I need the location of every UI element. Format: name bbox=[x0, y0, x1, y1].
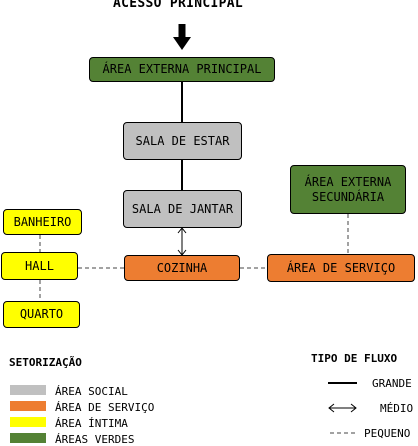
legend-swatch bbox=[10, 385, 46, 395]
legend-flow-medio-label: MÉDIO bbox=[380, 402, 414, 415]
node-cozinha: COZINHA bbox=[124, 255, 240, 281]
legend-sector-label: ÁREA ÍNTIMA bbox=[55, 417, 128, 430]
legend-flow-grande-label: GRANDE bbox=[372, 377, 412, 390]
node-area-externa-principal: ÁREA EXTERNA PRINCIPAL bbox=[89, 57, 275, 82]
legend-swatch bbox=[10, 433, 46, 443]
node-label: QUARTO bbox=[19, 307, 64, 321]
entry-title: ACESSO PRINCIPAL bbox=[113, 0, 244, 11]
legend-sector-label: ÁREAS VERDES bbox=[55, 433, 135, 446]
legend-swatch bbox=[10, 417, 46, 427]
legend-sectors-title: SETORIZAÇÃO bbox=[9, 356, 82, 369]
node-sala-de-estar: SALA DE ESTAR bbox=[123, 122, 242, 160]
node-sala-de-jantar: SALA DE JANTAR bbox=[123, 190, 242, 228]
node-banheiro: BANHEIRO bbox=[3, 209, 82, 235]
node-label: ÁREA EXTERNA SECUNDÁRIA bbox=[304, 174, 392, 204]
entry-arrow-icon bbox=[173, 24, 191, 50]
flow-sala-de-jantar-cozinha bbox=[177, 227, 187, 256]
legend-flow-pequeno-label: PEQUENO bbox=[364, 427, 411, 440]
node-label: SALA DE JANTAR bbox=[131, 201, 234, 216]
node-quarto: QUARTO bbox=[3, 301, 80, 328]
legend-sector-label: ÁREA DE SERVIÇO bbox=[55, 401, 155, 414]
node-area-externa-secundaria: ÁREA EXTERNA SECUNDÁRIA bbox=[290, 165, 406, 214]
node-label: SALA DE ESTAR bbox=[135, 133, 230, 148]
legend-sample-medio bbox=[328, 403, 357, 413]
node-label: BANHEIRO bbox=[13, 214, 72, 229]
legend-swatch bbox=[10, 401, 46, 411]
node-label: ÁREA DE SERVIÇO bbox=[286, 260, 396, 275]
legend-sector-label: ÁREA SOCIAL bbox=[55, 385, 128, 398]
node-label: ÁREA EXTERNA PRINCIPAL bbox=[102, 62, 262, 76]
legend-flow-title: TIPO DE FLUXO bbox=[311, 352, 398, 365]
node-label: HALL bbox=[25, 258, 54, 273]
node-hall: HALL bbox=[1, 252, 78, 280]
node-label: COZINHA bbox=[156, 260, 208, 275]
node-area-de-servico: ÁREA DE SERVIÇO bbox=[267, 254, 415, 282]
